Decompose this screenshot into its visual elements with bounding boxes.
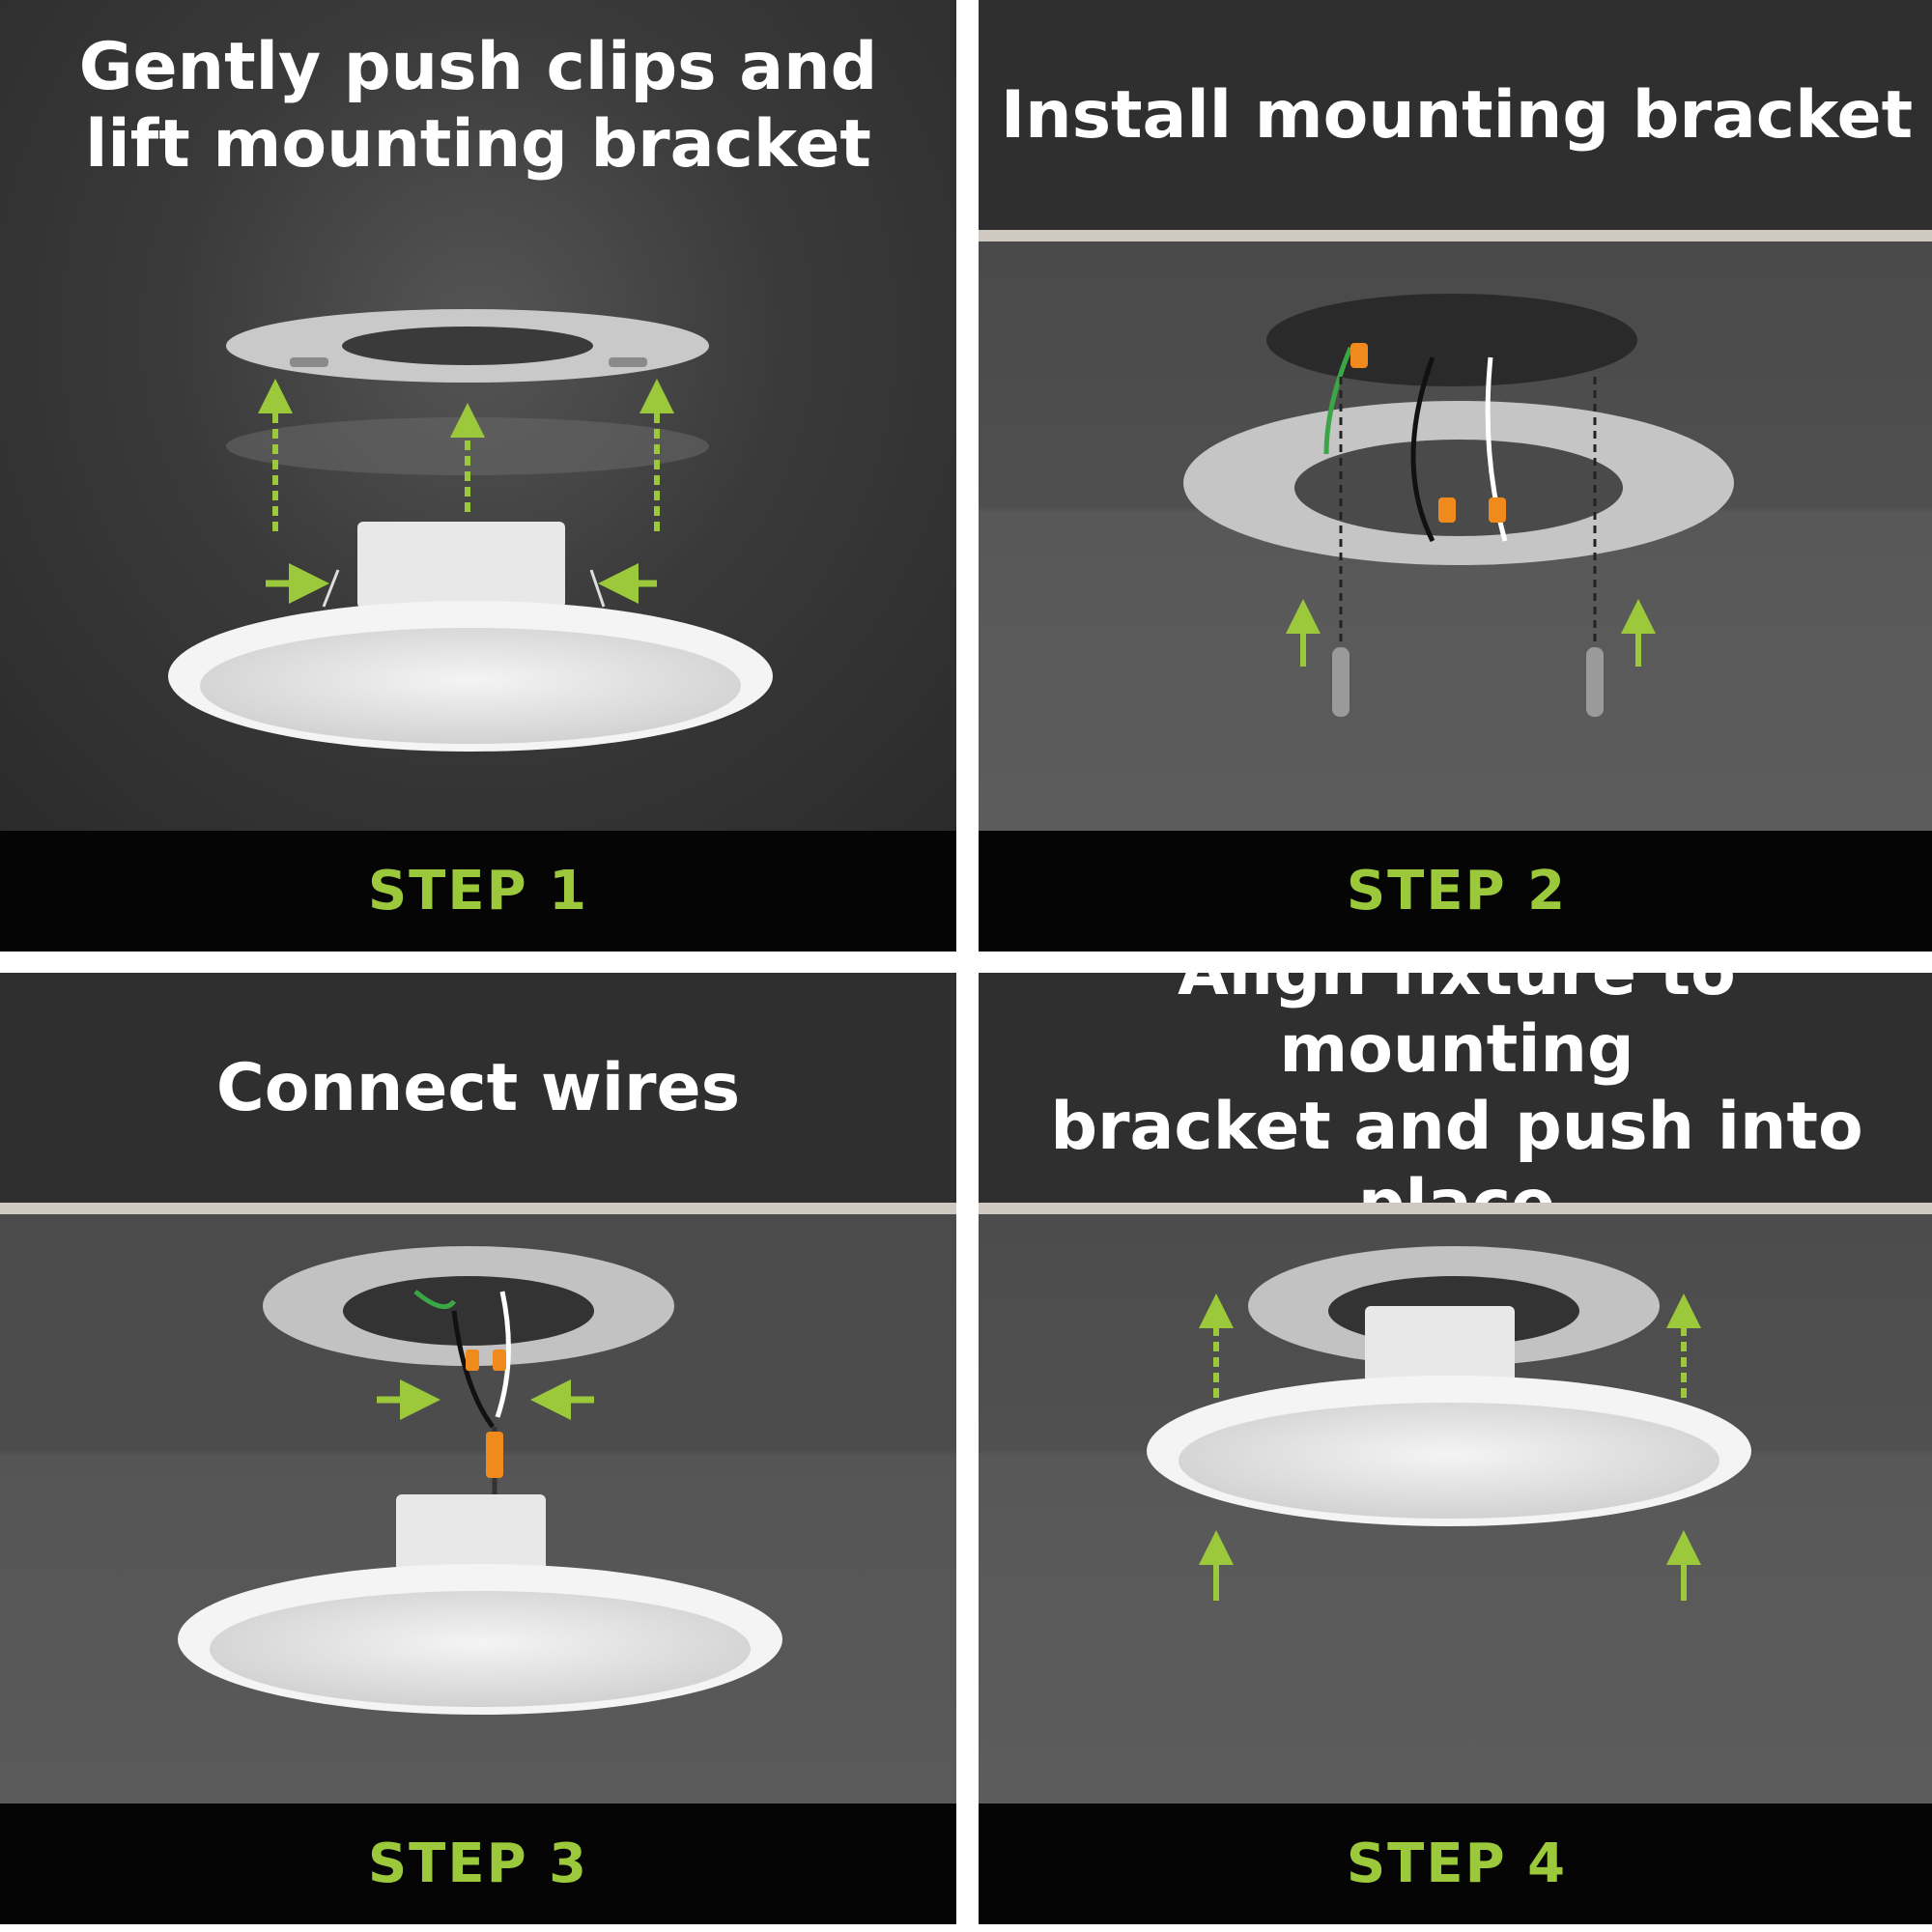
step-1-illustration [168,309,773,752]
insert-arrows [1286,599,1656,667]
step-3-title: Connect wires [0,973,956,1205]
step-3-illustration [178,1246,782,1715]
mounting-bracket [1183,401,1734,565]
step-4-title-line-1: Align fixture to mounting [1178,973,1736,1088]
downlight-fixture [1147,1306,1751,1526]
step-1-panel: Gently push clips and lift mounting brac… [0,0,956,952]
screws [1332,647,1604,717]
guide-lines [1339,377,1597,647]
wire-nuts [1350,343,1506,523]
mounting-bracket [263,1246,674,1366]
downlight-fixture [178,1494,782,1715]
step-1-title: Gently push clips and lift mounting brac… [0,0,956,280]
step-2-title: Install mounting bracket [979,0,1932,232]
push-arrows [1199,1530,1701,1601]
step-2-title-line-1: Install mounting bracket [1000,77,1914,154]
step-2-label: STEP 2 [1346,860,1568,923]
mounting-bracket [226,309,709,383]
step-2-footer: STEP 2 [979,831,1932,952]
step-4-footer: STEP 4 [979,1804,1932,1924]
step-4-panel: Align fixture to mounting bracket and pu… [979,973,1932,1924]
step-2-illustration [1183,294,1734,717]
step-3-panel: Connect wires [0,973,956,1924]
step-1-title-line-2: lift mounting bracket [85,106,871,183]
downlight-fixture [168,522,773,752]
step-1-title-line-1: Gently push clips and [78,29,878,105]
step-3-label: STEP 3 [367,1833,589,1895]
junction-box [1266,294,1637,386]
wire-connectors [466,1350,506,1478]
step-2-panel: Install mounting bracket [979,0,1932,952]
step-3-title-line-1: Connect wires [215,1050,741,1126]
step-4-illustration [1147,1246,1751,1601]
step-1-label: STEP 1 [367,860,589,923]
step-4-label: STEP 4 [1346,1833,1568,1895]
lift-arrows [258,379,674,531]
step-3-footer: STEP 3 [0,1804,956,1924]
step-1-footer: STEP 1 [0,831,956,952]
